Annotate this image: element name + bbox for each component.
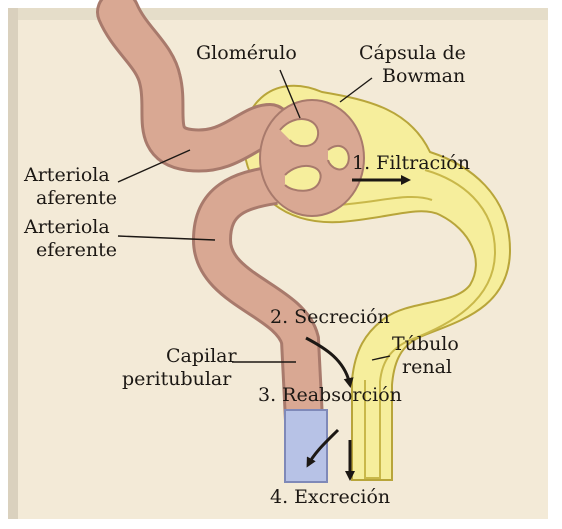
- label-tubulo-line1: Túbulo: [392, 333, 459, 355]
- label-secrecion: 2. Secreción: [270, 306, 390, 328]
- label-capilar-line1: Capilar: [166, 345, 237, 367]
- label-arteriola-aferente-line2: aferente: [36, 187, 117, 209]
- left-shadow-strip: [8, 8, 18, 519]
- top-shadow-strip: [8, 8, 548, 20]
- label-capsula-line2: Bowman: [382, 65, 465, 87]
- label-filtracion: 1. Filtración: [352, 152, 470, 174]
- label-arteriola-aferente-line1: Arteriola: [24, 164, 110, 186]
- label-arteriola-eferente-line2: eferente: [36, 239, 117, 261]
- label-capsula-line1: Cápsula de: [359, 42, 466, 64]
- label-arteriola-eferente-line1: Arteriola: [24, 216, 110, 238]
- glomerulus-loop-3: [328, 146, 349, 170]
- label-glomerulo: Glomérulo: [196, 42, 297, 64]
- glomerulus-loop-2: [285, 166, 321, 191]
- label-tubulo-line2: renal: [402, 356, 452, 378]
- label-reabsorcion: 3. Reabsorción: [258, 384, 402, 406]
- illustration-background: [8, 8, 548, 519]
- label-capilar-line2: peritubular: [122, 368, 231, 390]
- label-excrecion: 4. Excreción: [270, 486, 390, 508]
- glomerulus: [260, 100, 364, 216]
